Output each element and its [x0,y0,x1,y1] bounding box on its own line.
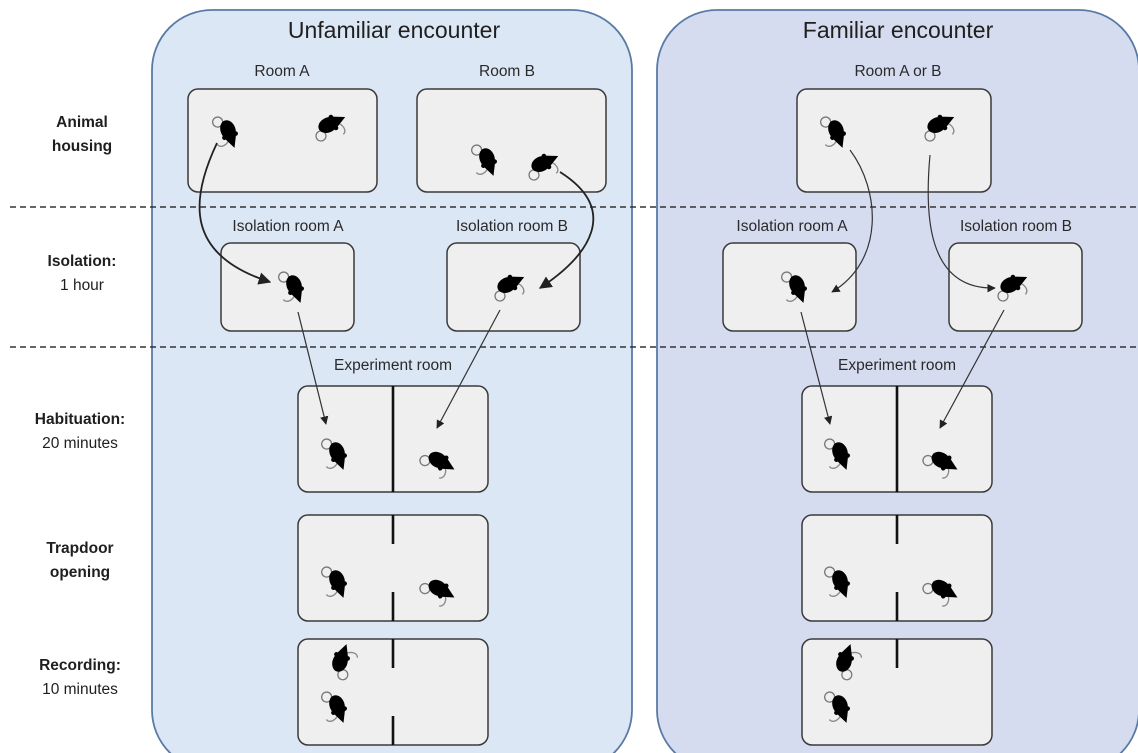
stage-habituation-detail: 20 minutes [42,435,118,452]
isolation-b-label: Isolation room B [456,218,568,235]
stage-isolation-detail: 1 hour [60,277,104,294]
familiar-panel [656,9,1138,753]
stage-recording-title: Recording: [39,657,121,674]
stage-trapdoor-title2: opening [50,564,110,581]
stage-housing-title: Animal [56,114,108,131]
room-ab-label: Room A or B [854,63,941,80]
stage-isolation-title: Isolation: [48,253,117,270]
familiar-experiment-room-label: Experiment room [838,357,956,374]
arrow-icon [436,309,501,429]
arrow-icon [831,149,873,293]
room-a-label: Room A [254,63,310,80]
familiar-isolation-a-label: Isolation room A [736,218,848,235]
stage-recording-detail: 10 minutes [42,681,118,698]
familiar-isolation-b-label: Isolation room B [960,218,1072,235]
stage-housing-title2: housing [52,138,112,155]
stage-habituation-title: Habituation: [35,411,125,428]
arrow-icon [297,311,329,425]
unfamiliar-panel [151,9,633,753]
housing-cage-room-a [187,88,378,193]
unfamiliar-title: Unfamiliar encounter [288,17,501,43]
room-b-label: Room B [479,63,535,80]
housing-cage-room-ab [796,88,992,193]
arrow-icon [198,142,272,285]
arrow-icon [538,171,594,289]
experiment-room-label: Experiment room [334,357,452,374]
familiar-isolation-cage-a [722,242,857,332]
arrow-icon [939,309,1005,429]
isolation-a-label: Isolation room A [232,218,344,235]
familiar-title: Familiar encounter [803,17,994,43]
housing-cage-room-b [416,88,607,193]
arrow-icon [800,311,833,425]
arrow-icon [927,154,996,293]
stage-trapdoor-title: Trapdoor [46,540,113,557]
